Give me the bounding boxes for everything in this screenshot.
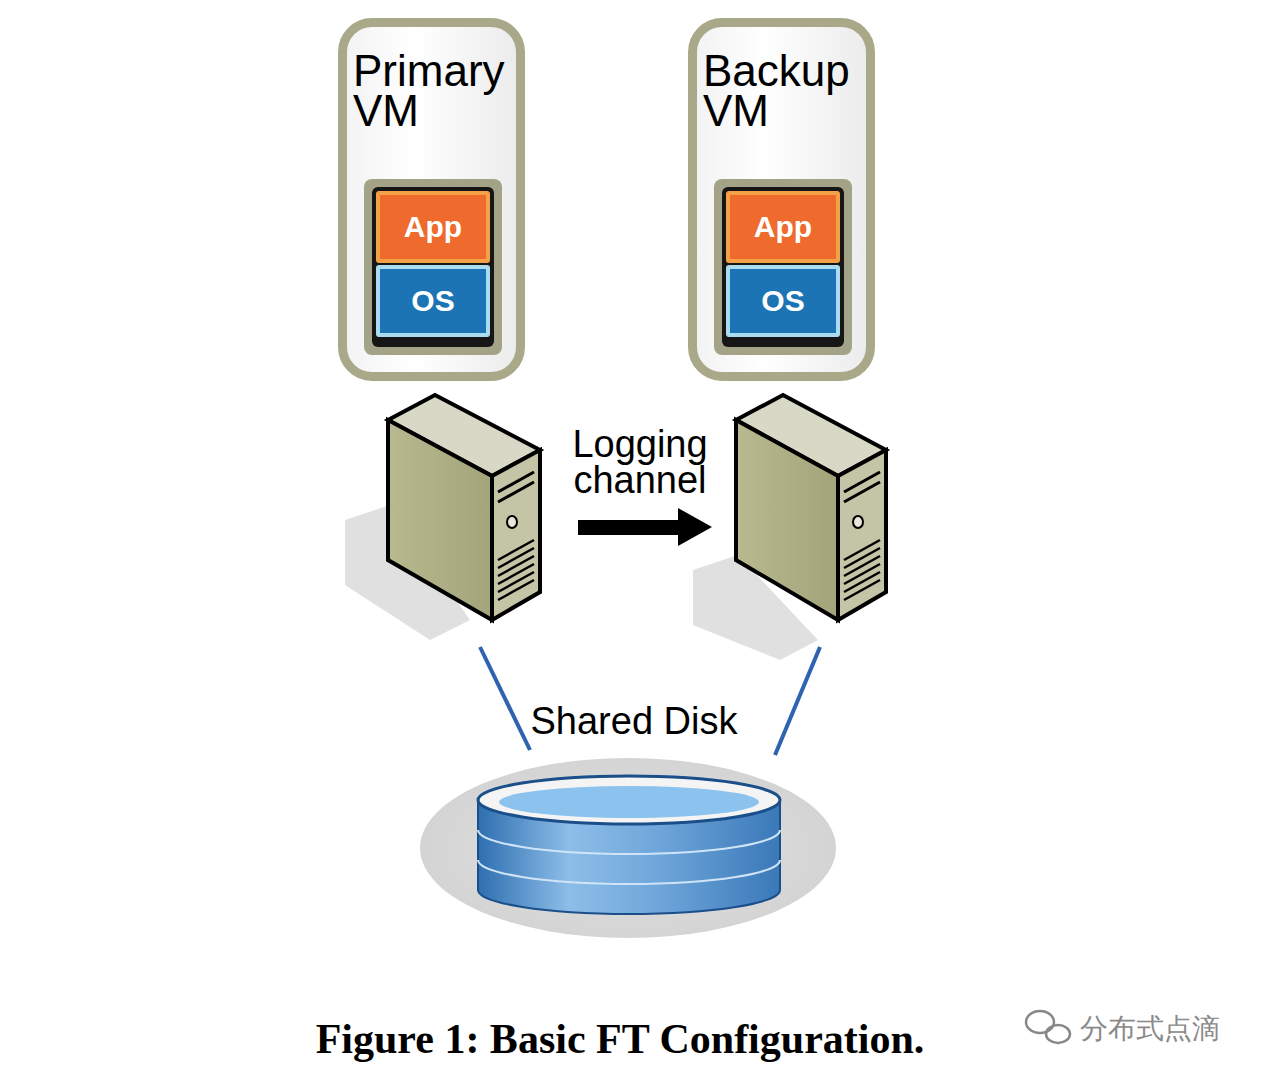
vm-box: Backup VM AppOS	[688, 18, 875, 381]
disk-node: Shared Disk	[420, 700, 848, 940]
os-box: OS	[726, 265, 840, 337]
logging-arrow	[578, 508, 712, 546]
node-text: Shared Disk	[420, 700, 848, 743]
watermark-icon	[1026, 1011, 1070, 1043]
node-text: OS	[411, 284, 454, 318]
app-box: App	[376, 191, 490, 263]
channel-label: Logging channel	[560, 426, 720, 498]
server-backup	[693, 395, 886, 660]
figure-caption: Figure 1: Basic FT Configuration.	[160, 1015, 1080, 1063]
disk-wire	[480, 647, 530, 750]
os-box: OS	[376, 265, 490, 337]
watermark: 分布式点滴	[1080, 1012, 1260, 1046]
node-text: App	[404, 210, 462, 244]
node-text: OS	[761, 284, 804, 318]
node-text: Backup VM	[703, 51, 873, 131]
server-primary	[345, 395, 540, 640]
node-text: App	[754, 210, 812, 244]
app-box: App	[726, 191, 840, 263]
node-text: Primary VM	[353, 51, 523, 131]
disk-symbol	[420, 758, 836, 938]
vm-box: Primary VM AppOS	[338, 18, 525, 381]
disk-wire	[775, 647, 820, 755]
